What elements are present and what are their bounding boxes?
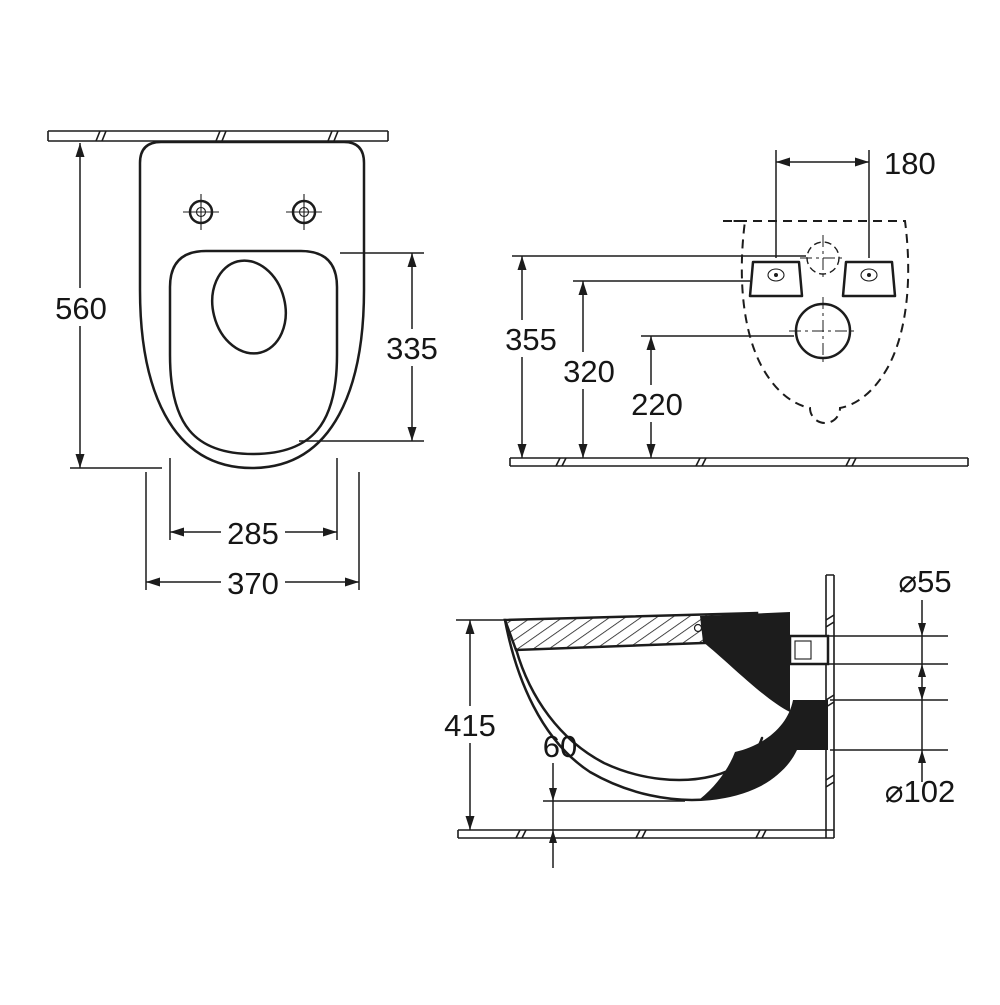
dim-d102-arrow-up — [918, 750, 926, 763]
fixing-hole-left — [183, 194, 219, 230]
fixing-bolt-left-hole — [767, 268, 785, 282]
plan-view: 560 335 285 370 — [47, 130, 444, 601]
outlet-opening — [789, 297, 857, 365]
bowl-outline — [138, 140, 366, 470]
fixing-hole-right-crosshair — [286, 194, 322, 230]
dim-285: 285 — [169, 458, 338, 551]
inlet-opening-crosshair — [800, 235, 846, 281]
dim-label-355: 355 — [505, 322, 557, 357]
floor-hatch-ticks-side — [515, 829, 767, 839]
dim-180: 180 — [775, 146, 936, 258]
dim-label-335: 335 — [386, 331, 438, 366]
dim-355: 355 — [498, 255, 806, 458]
dim-label-370: 370 — [227, 566, 279, 601]
water-surface-outline — [211, 259, 287, 355]
dim-label-320: 320 — [563, 354, 615, 389]
fixing-bolt-right-dot — [867, 273, 871, 277]
dim-d102-arrow-down — [918, 687, 926, 700]
dim-335-label-bg — [380, 329, 444, 366]
dim-label-285: 285 — [227, 516, 279, 551]
wall-hatch-ticks-side — [825, 614, 835, 788]
floor-hatch-ticks-rear — [555, 457, 857, 467]
dim-label-220: 220 — [631, 387, 683, 422]
dim-370: 370 — [145, 472, 360, 601]
dim-220: 220 — [624, 335, 794, 458]
dim-560-label-bg — [47, 288, 115, 326]
side-view: 415 60 ⌀55 ⌀102 — [437, 564, 955, 868]
mounting-frame-outline — [723, 220, 910, 424]
dim-320-label-bg — [556, 352, 622, 389]
fixing-bolt-left-dot — [774, 273, 778, 277]
fixing-bolt-right-hole — [860, 268, 878, 282]
fixing-bolt-right — [841, 260, 897, 298]
dim-diameter-102: ⌀102 — [830, 687, 955, 809]
dim-560: 560 — [47, 143, 162, 469]
dim-370-extensions — [145, 472, 360, 590]
dim-label-415: 415 — [444, 708, 496, 743]
outlet-opening-crosshair — [789, 297, 857, 365]
dim-d102-extensions — [830, 699, 948, 751]
dim-180-extensions — [775, 150, 870, 258]
dim-label-180: 180 — [884, 146, 936, 181]
dim-label-d102: ⌀102 — [885, 774, 955, 809]
flush-channel-section — [700, 612, 790, 712]
rim-button-detail — [693, 623, 703, 633]
inlet-pipe-section — [788, 634, 830, 666]
dim-415: 415 — [437, 619, 505, 830]
fixing-bolt-left — [748, 260, 804, 298]
dim-label-60: 60 — [543, 729, 577, 764]
inlet-pipe-detail — [794, 640, 812, 660]
seat-opening-outline — [168, 249, 339, 456]
inlet-opening — [800, 235, 846, 281]
dim-285-label-bg — [221, 514, 285, 551]
dim-335: 335 — [299, 252, 444, 442]
dim-415-label-bg — [437, 706, 503, 743]
fixing-hole-left-crosshair — [183, 194, 219, 230]
dim-220-label-bg — [624, 385, 690, 422]
dim-60: 60 — [543, 729, 685, 868]
dim-label-d55: ⌀55 — [898, 564, 951, 599]
fixing-hole-right — [286, 194, 322, 230]
dim-370-label-bg — [221, 564, 285, 601]
fixing-bolt-right-plate — [841, 260, 897, 298]
dim-320: 320 — [556, 280, 750, 458]
outlet-pipe-section — [700, 700, 828, 799]
dim-label-560: 560 — [55, 291, 107, 326]
dim-60-arrow-down — [549, 788, 557, 801]
dim-285-extensions — [169, 458, 338, 540]
floor-line-rear — [509, 457, 969, 467]
fixing-bolt-left-plate — [748, 260, 804, 298]
rear-view: 180 355 320 220 — [498, 146, 969, 467]
dim-60-arrow-up — [549, 830, 557, 843]
dim-355-label-bg — [498, 320, 564, 357]
dim-d55-arrow-down — [918, 623, 926, 636]
dim-d55-arrow-up — [918, 664, 926, 677]
wall-hatch-ticks — [95, 130, 339, 142]
